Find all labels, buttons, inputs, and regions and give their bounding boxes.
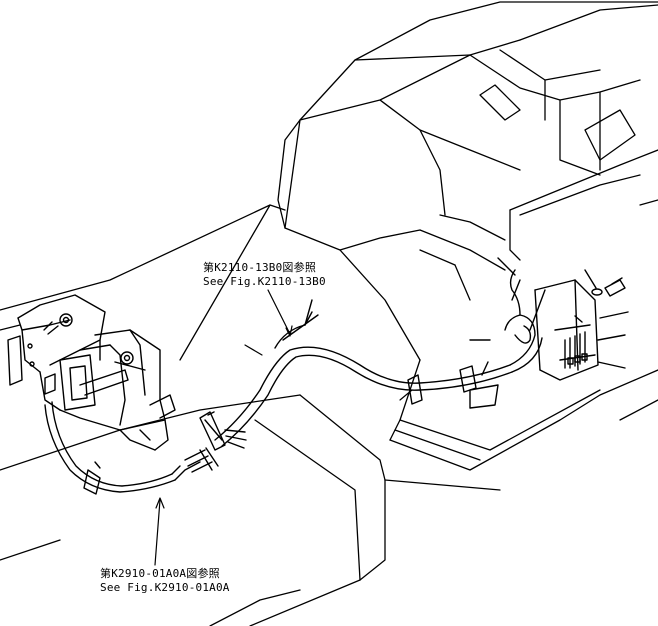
- switch-bracket-assembly: [7, 294, 176, 451]
- harness-connector: [199, 411, 247, 451]
- main-harness: [214, 269, 546, 447]
- upper-reference-en: See Fig.K2110-13B0: [203, 275, 326, 288]
- reference-leaders: [154, 289, 413, 566]
- relay-box: [469, 257, 629, 381]
- lower-reference-jp: 第K2910-01A0A図参照: [100, 567, 220, 580]
- upper-reference-jp: 第K2110-13B0図参照: [203, 261, 317, 274]
- lower-harness: [44, 401, 219, 495]
- lower-reference-en: See Fig.K2910-01A0A: [100, 581, 230, 594]
